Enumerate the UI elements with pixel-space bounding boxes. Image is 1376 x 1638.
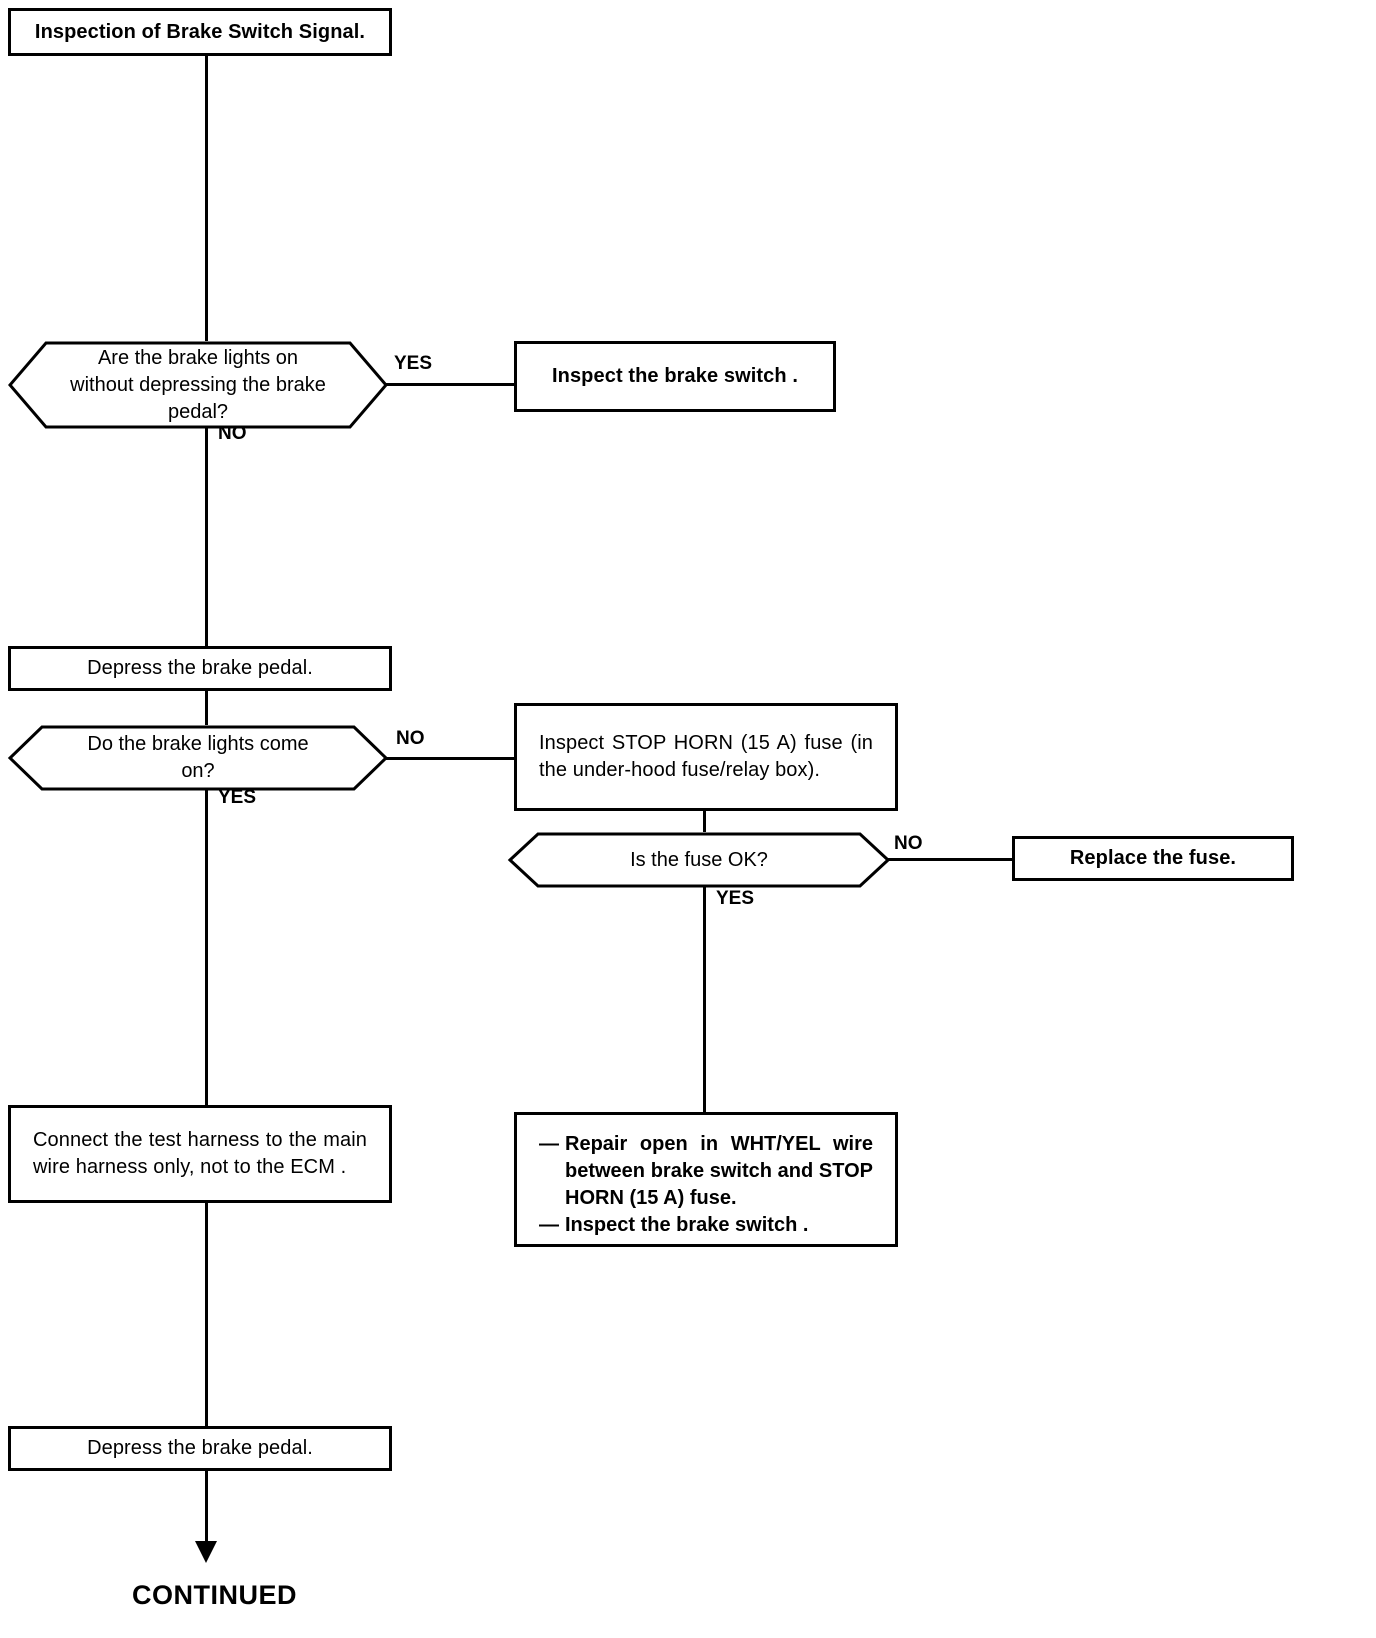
- branch-label-decision3-yes: YES: [716, 888, 755, 909]
- node-decision3-label: Is the fuse OK?: [630, 848, 768, 871]
- node-depress-brake-pedal-2[interactable]: Depress the brake pedal.: [8, 1426, 392, 1471]
- connector-harness-to-depress2: [205, 1203, 208, 1426]
- node-inspect-brake-switch-label: Inspect the brake switch .: [551, 365, 798, 387]
- connector-decision1-yes: [386, 383, 516, 386]
- decision2-shape: [7, 725, 389, 791]
- dash-icon: —: [539, 1133, 559, 1155]
- connector-decision3-yes: [703, 886, 706, 1112]
- branch-label-decision1-no: NO: [218, 423, 247, 444]
- node-depress-brake-pedal-2-label: Depress the brake pedal.: [87, 1437, 313, 1459]
- dash-icon-2: —: [539, 1214, 559, 1236]
- connector-decision3-no: [886, 858, 1014, 861]
- connector-start-to-decision1: [205, 56, 208, 341]
- branch-label-decision2-no: NO: [396, 728, 425, 749]
- node-connect-test-harness[interactable]: Connect the test harness to the main wir…: [8, 1105, 392, 1203]
- connector-decision2-yes: [205, 789, 208, 1105]
- node-depress-brake-pedal-1[interactable]: Depress the brake pedal.: [8, 646, 392, 691]
- connector-decision1-no: [205, 427, 208, 646]
- repair-bullet-1: — Repair open in WHT/YEL wire between br…: [539, 1131, 873, 1212]
- repair-bullet-list: — Repair open in WHT/YEL wire between br…: [539, 1131, 873, 1239]
- node-replace-fuse-label: Replace the fuse.: [1069, 847, 1237, 869]
- node-continued: CONTINUED: [132, 1580, 297, 1610]
- node-inspect-stop-horn-fuse-label: Inspect STOP HORN (15 A) fuse (in the un…: [539, 732, 873, 781]
- branch-label-decision1-yes: YES: [394, 353, 433, 374]
- connector-depress2-to-continued: [205, 1471, 208, 1545]
- node-start[interactable]: Inspection of Brake Switch Signal.: [8, 8, 392, 56]
- node-start-label: Inspection of Brake Switch Signal.: [34, 20, 366, 43]
- repair-bullet-2: — Inspect the brake switch .: [539, 1212, 873, 1239]
- connector-decision2-no: [386, 757, 516, 760]
- node-inspect-brake-switch[interactable]: Inspect the brake switch .: [514, 341, 836, 412]
- branch-label-decision3-no: NO: [894, 833, 923, 854]
- node-depress-brake-pedal-1-label: Depress the brake pedal.: [87, 657, 313, 679]
- connector-depress1-to-decision2: [205, 691, 208, 725]
- node-decision1-label: Are the brake lights on without depressi…: [70, 346, 326, 423]
- node-replace-fuse[interactable]: Replace the fuse.: [1012, 836, 1294, 881]
- node-connect-test-harness-label: Connect the test harness to the main wir…: [33, 1129, 367, 1178]
- node-decision-brake-lights-come-on[interactable]: Do the brake lights come on?: [7, 725, 389, 791]
- connector-fusebox-to-decision3: [703, 811, 706, 832]
- branch-label-decision2-yes: YES: [218, 787, 257, 808]
- decision1-shape: [8, 341, 388, 429]
- node-decision-is-fuse-ok[interactable]: Is the fuse OK?: [507, 832, 891, 888]
- node-decision-brake-lights-without-depressing[interactable]: Are the brake lights on without depressi…: [8, 341, 388, 429]
- node-repair-open-wht-yel[interactable]: — Repair open in WHT/YEL wire between br…: [514, 1112, 898, 1247]
- repair-bullet-2-label: Inspect the brake switch .: [565, 1214, 809, 1236]
- decision3-shape: [507, 832, 891, 888]
- arrow-head-icon: [195, 1541, 217, 1563]
- node-decision2-label: Do the brake lights come on?: [87, 733, 309, 782]
- node-inspect-stop-horn-fuse[interactable]: Inspect STOP HORN (15 A) fuse (in the un…: [514, 703, 898, 811]
- repair-bullet-1-label: Repair open in WHT/YEL wire between brak…: [565, 1133, 873, 1209]
